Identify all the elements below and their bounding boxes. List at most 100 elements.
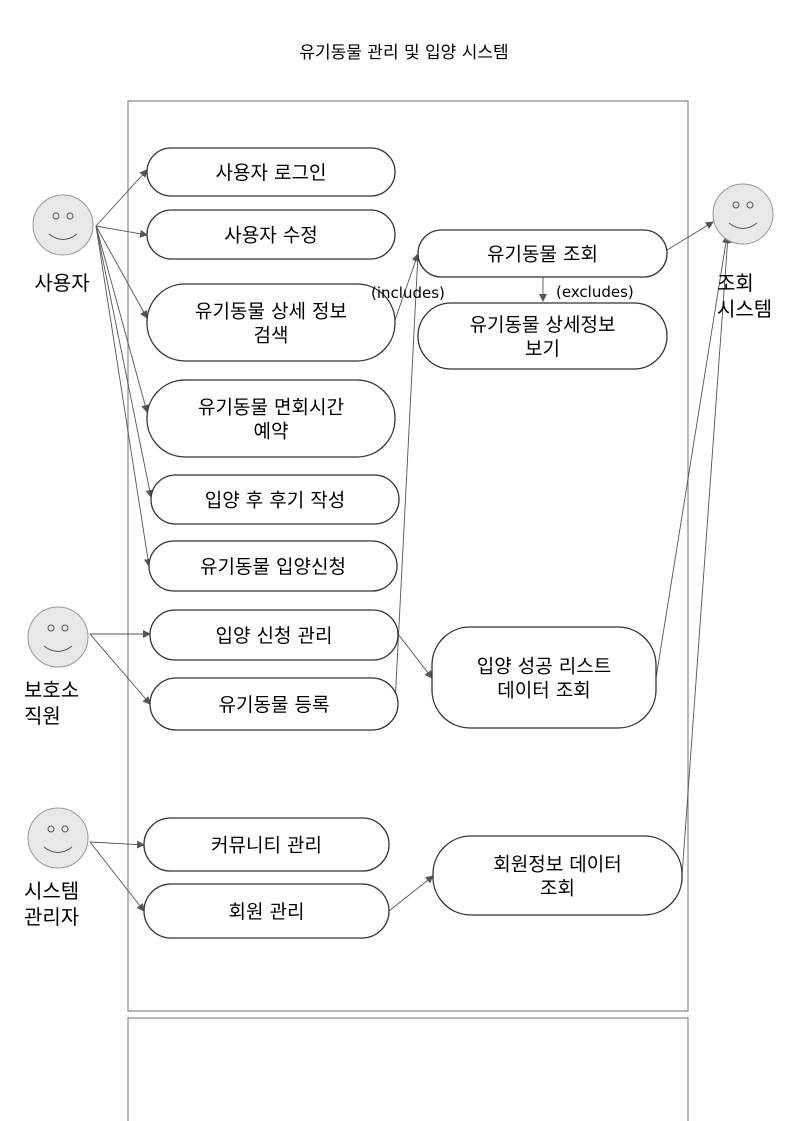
eye-icon [746, 201, 754, 209]
connector-member-data-to-lookup [681, 235, 732, 877]
connection-layer [89, 169, 732, 912]
actor-label: 시스템 [717, 297, 772, 321]
use-case-ellipse [146, 379, 396, 458]
use-case-label: 사용자 로그인 [216, 162, 327, 184]
use-case-ellipse [143, 883, 390, 939]
actor-user: 사용자 [32, 194, 94, 295]
actor-label: 보호소 [24, 678, 79, 702]
use-case-label: 유기동물 입양신청 [200, 556, 346, 578]
use-case-ellipse [432, 835, 683, 916]
use-case-manage-member: 회원 관리 [143, 883, 390, 939]
smile-icon [728, 222, 758, 229]
use-case-ellipse [143, 817, 390, 872]
use-case-ellipse [417, 302, 668, 370]
eye-icon [47, 624, 55, 632]
lower-boundary [127, 1017, 689, 1121]
smiley-face-icon [32, 194, 94, 256]
use-case-label: 검색 [254, 325, 289, 347]
connector-user-to-login [95, 169, 148, 227]
use-case-label: 유기동물 등록 [219, 694, 330, 716]
connector-adopt-success-to-lookup [655, 235, 730, 679]
eye-icon [66, 212, 74, 220]
connector-register-animal-to-view-animal [394, 253, 422, 705]
use-case-ellipse [146, 209, 396, 260]
connector-admin-to-manage-community [89, 840, 145, 849]
eye-icon [47, 825, 55, 833]
diagram-title: 유기동물 관리 및 입양 시스템 [299, 43, 508, 63]
actor-label: 조회 [717, 271, 754, 295]
actor-label: 시스템 [24, 879, 79, 903]
use-case-label: 데이터 조회 [497, 680, 590, 702]
use-case-ellipse [417, 229, 668, 278]
actor-label: 사용자 [34, 271, 89, 295]
use-case-label: 회원정보 데이터 [493, 854, 621, 876]
use-case-label: 유기동물 상세정보 [470, 314, 616, 336]
use-case-ellipse [146, 283, 396, 362]
connector-manage-apply-to-adopt-success [397, 633, 433, 679]
use-case-ellipse [150, 474, 400, 525]
use-case-label: 유기동물 조회 [487, 244, 598, 266]
eye-icon [52, 212, 60, 220]
use-case-label: 입양 신청 관리 [216, 625, 333, 647]
connector-user-to-search-detail [95, 225, 148, 319]
connector-user-to-write-review [95, 225, 154, 498]
use-case-ellipse [149, 609, 399, 661]
eye-icon [61, 624, 69, 632]
use-case-ellipse [146, 147, 396, 197]
use-case-label: 예약 [254, 421, 289, 443]
smiley-face-icon [712, 183, 774, 245]
use-case-manage-apply: 입양 신청 관리 [149, 609, 399, 661]
use-case-label: 커뮤니티 관리 [211, 835, 322, 857]
use-case-manage-community: 커뮤니티 관리 [143, 817, 390, 872]
use-case-ellipse [149, 677, 399, 731]
use-case-label: 보기 [525, 338, 560, 360]
use-case-label: 입양 성공 리스트 [477, 656, 611, 678]
connector-manage-member-to-member-data [388, 875, 434, 912]
use-case-label: 입양 후 후기 작성 [205, 490, 345, 512]
system-boundary [127, 100, 689, 1012]
use-case-label: 유기동물 면회시간 [198, 397, 344, 419]
use-case-login: 사용자 로그인 [146, 147, 396, 197]
use-case-label: 유기동물 상세 정보 [195, 301, 347, 323]
use-case-label: 회원 관리 [229, 901, 305, 923]
connector-staff-to-register-animal [89, 633, 151, 705]
actor-label: 관리자 [24, 905, 79, 929]
smile-icon [48, 233, 78, 240]
use-case-label: 조회 [540, 878, 575, 900]
relation-label-layer: (includes) (excludes) [371, 283, 634, 302]
connector-user-to-apply-adopt [95, 225, 152, 567]
use-case-view-animal: 유기동물 조회 [417, 229, 668, 278]
connector-admin-to-manage-member [89, 841, 145, 912]
use-case-label: 사용자 수정 [224, 225, 317, 247]
smiley-face-icon [27, 807, 89, 869]
use-case-apply-adopt: 유기동물 입양신청 [148, 540, 398, 592]
connector-user-to-edit-user [95, 225, 148, 238]
use-case-ellipse [148, 540, 398, 592]
eye-icon [732, 201, 740, 209]
use-case-ellipse [431, 626, 657, 729]
includes-label: (includes) [371, 284, 445, 302]
connector-user-to-reserve-visit [95, 225, 150, 413]
smile-icon [43, 846, 73, 853]
eye-icon [61, 825, 69, 833]
connector-search-detail-to-view-animal [394, 253, 420, 321]
actor-label: 직원 [24, 704, 61, 728]
smiley-face-icon [27, 606, 89, 668]
use-case-register-animal: 유기동물 등록 [149, 677, 399, 731]
use-case-write-review: 입양 후 후기 작성 [150, 474, 400, 525]
use-case-edit-user: 사용자 수정 [146, 209, 396, 260]
excludes-label: (excludes) [556, 283, 634, 301]
connector-view-animal-to-lookup [666, 221, 714, 251]
smile-icon [43, 645, 73, 652]
